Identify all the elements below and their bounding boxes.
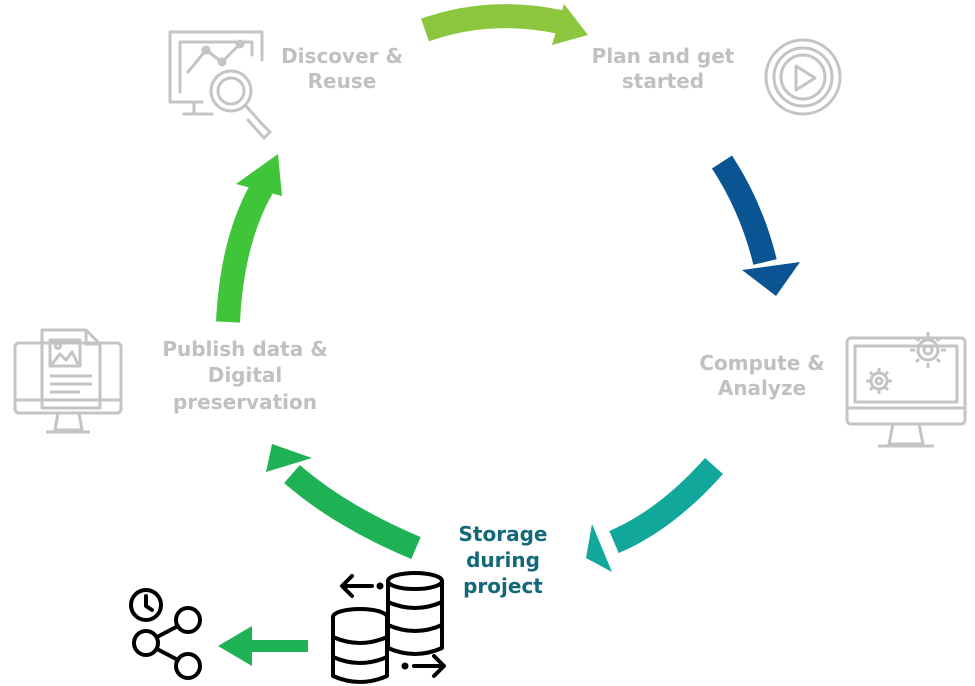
monitor-document-icon <box>13 328 123 434</box>
stage-label-plan: Plan and get started <box>578 44 748 95</box>
stage-label-storage-line-3: project <box>463 574 543 598</box>
stage-label-compute-line-2: Analyze <box>717 376 807 401</box>
stage-label-compute-line-1: Compute & <box>699 351 825 375</box>
stage-label-storage-line-1: Storage <box>458 522 548 546</box>
stage-label-compute: Compute & Analyze <box>682 351 842 402</box>
stage-label-storage-line-2: during <box>466 548 540 572</box>
arrow-storage-to-publish <box>266 444 421 560</box>
stage-label-publish: Publish data & Digital preservation <box>145 336 345 415</box>
database-transfer-icon <box>331 571 446 684</box>
stage-label-publish-line-2: Digital <box>207 363 283 388</box>
stage-label-plan-line-2: started <box>621 69 705 94</box>
monitor-gears-icon <box>845 332 967 448</box>
analytics-search-icon <box>168 30 272 140</box>
stage-label-plan-line-1: Plan and get <box>591 44 735 68</box>
arrow-publish-to-discover <box>216 154 282 323</box>
share-clock-icon <box>129 588 202 680</box>
arrow-storage-to-share <box>218 626 308 666</box>
play-icon <box>764 38 842 116</box>
stage-label-storage: Storage during project <box>440 521 566 599</box>
stage-label-publish-line-3: preservation <box>172 389 317 414</box>
stage-label-discover: Discover & Reuse <box>262 44 422 95</box>
arrow-compute-to-storage <box>586 458 723 572</box>
arrow-discover-to-plan <box>421 4 588 45</box>
stage-label-discover-line-1: Discover & <box>281 44 403 68</box>
arrow-plan-to-compute <box>711 155 800 296</box>
stage-label-publish-line-1: Publish data & <box>162 337 328 361</box>
stage-label-discover-line-2: Reuse <box>307 69 377 94</box>
